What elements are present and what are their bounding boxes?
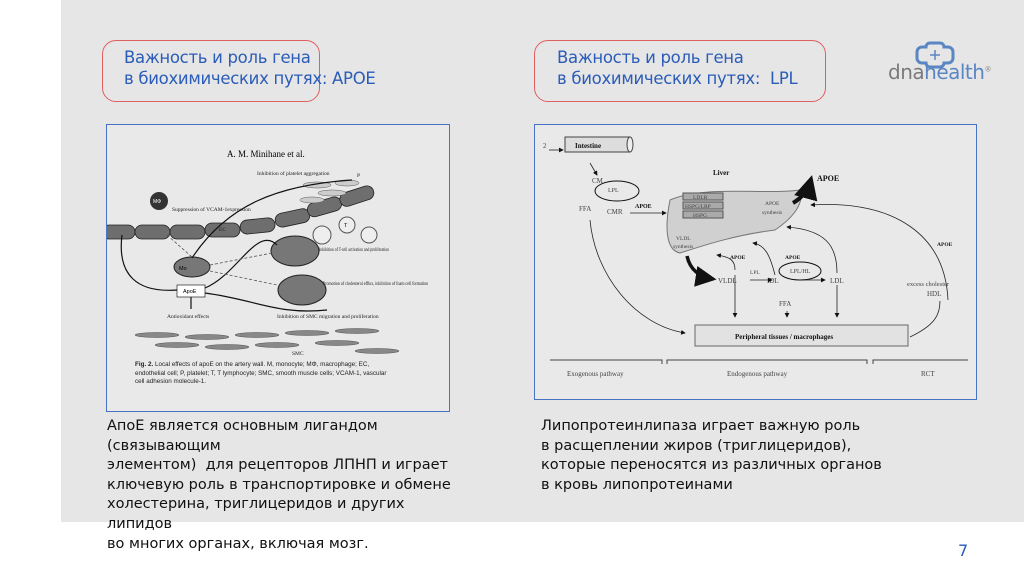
svg-text:APOE: APOE [765, 201, 780, 207]
svg-text:SMC: SMC [292, 351, 304, 357]
svg-text:FFA: FFA [579, 205, 591, 213]
smooth-muscle-cells [134, 328, 400, 354]
svg-text:IDL: IDL [767, 277, 779, 285]
platelets [299, 179, 360, 204]
svg-text:HSPG: HSPG [693, 213, 707, 219]
title-line: в биохимических путях: LPL [557, 69, 798, 88]
peripheral-tissues-box [694, 324, 909, 347]
figure-author: A. M. Minihane et al. [227, 149, 305, 159]
dnahealth-logo-icon [915, 41, 955, 69]
svg-text:T: T [344, 223, 348, 229]
svg-text:HSPG/LRP: HSPG/LRP [685, 204, 711, 210]
logo-wordmark: dnahealth® [888, 60, 991, 84]
svg-text:Inhibition of T-cell activatio: Inhibition of T-cell activation and prol… [319, 246, 389, 253]
svg-text:APOE: APOE [817, 174, 839, 183]
svg-text:VLDL: VLDL [718, 277, 737, 285]
svg-text:EC: EC [219, 227, 226, 233]
foam-cell [270, 235, 320, 267]
svg-text:VLDL: VLDL [676, 236, 691, 242]
svg-text:Inhibition of SMC migration an: Inhibition of SMC migration and prolifer… [277, 313, 379, 320]
svg-text:2: 2 [543, 142, 547, 150]
svg-text:CMR: CMR [607, 208, 623, 216]
svg-text:Peripheral tissues / macrophag: Peripheral tissues / macrophages [735, 333, 833, 341]
svg-text:Intestine: Intestine [575, 142, 601, 150]
svg-text:Antioxidant effects: Antioxidant effects [167, 313, 209, 320]
lpl-lipoprotein-figure: Intestine 2 CM LPL FFA CMR APOE Liver LD… [534, 124, 977, 400]
title-lpl: Важность и роль гена в биохимических пут… [557, 47, 798, 89]
title-box-lpl [534, 40, 826, 102]
foam-cell [277, 274, 327, 306]
macrophage-cell [150, 192, 168, 210]
svg-text:Endogenous pathway: Endogenous pathway [727, 370, 788, 378]
lpl-ellipse [594, 180, 640, 202]
svg-text:FFA: FFA [779, 300, 791, 308]
svg-text:synthesis: synthesis [762, 210, 782, 216]
svg-text:Suppression of VCAM-1expressio: Suppression of VCAM-1expression [172, 206, 251, 213]
lpl-description: Липопротеинлипаза играет важную роль в р… [541, 418, 882, 493]
title-box-apoe [102, 40, 320, 102]
svg-text:HDL: HDL [927, 290, 941, 298]
svg-text:LPL/HL: LPL/HL [790, 269, 811, 275]
figure-caption: Fig. 2. Local effects of apoE on the art… [135, 361, 387, 385]
svg-text:MΦ: MΦ [153, 199, 161, 205]
svg-text:LDLR: LDLR [693, 195, 708, 201]
svg-text:LPL: LPL [750, 270, 760, 276]
svg-text:Mo: Mo [179, 266, 187, 272]
svg-text:ApoE: ApoE [183, 289, 197, 295]
svg-text:P: P [357, 173, 360, 179]
svg-text:APOE: APOE [635, 204, 652, 210]
svg-text:APOE: APOE [937, 242, 953, 248]
svg-text:Exogenous pathway: Exogenous pathway [567, 370, 624, 378]
title-line: Важность и роль гена [557, 48, 744, 67]
svg-text:CM: CM [592, 177, 604, 185]
svg-text:RCT: RCT [921, 370, 935, 378]
svg-text:Liver: Liver [713, 169, 729, 177]
svg-text:excess cholester: excess cholester [907, 281, 950, 288]
svg-text:APOE: APOE [730, 255, 746, 261]
title-line: Важность и роль гена [124, 48, 311, 67]
page-number: 7 [958, 541, 969, 560]
apoe-description: АпоЕ является основным лигандом (связыва… [107, 418, 451, 552]
svg-text:LPL: LPL [608, 188, 619, 194]
endothelial-cells [107, 185, 375, 240]
title-line: в биохимических путях: APOE [124, 69, 376, 88]
apoe-artery-figure: A. M. Minihane et al. MΦ T Mo ApoE Inhib… [106, 124, 450, 412]
svg-text:APOE: APOE [785, 255, 801, 261]
svg-text:LDL: LDL [830, 277, 844, 285]
svg-text:synthesis: synthesis [673, 244, 693, 250]
title-apoe: Важность и роль гена в биохимических пут… [124, 47, 376, 89]
svg-text:Promotion of cholesterol efflu: Promotion of cholesterol efflux, inhibit… [323, 280, 428, 287]
svg-text:Inhibition of platelet aggrega: Inhibition of platelet aggregation [257, 170, 330, 177]
